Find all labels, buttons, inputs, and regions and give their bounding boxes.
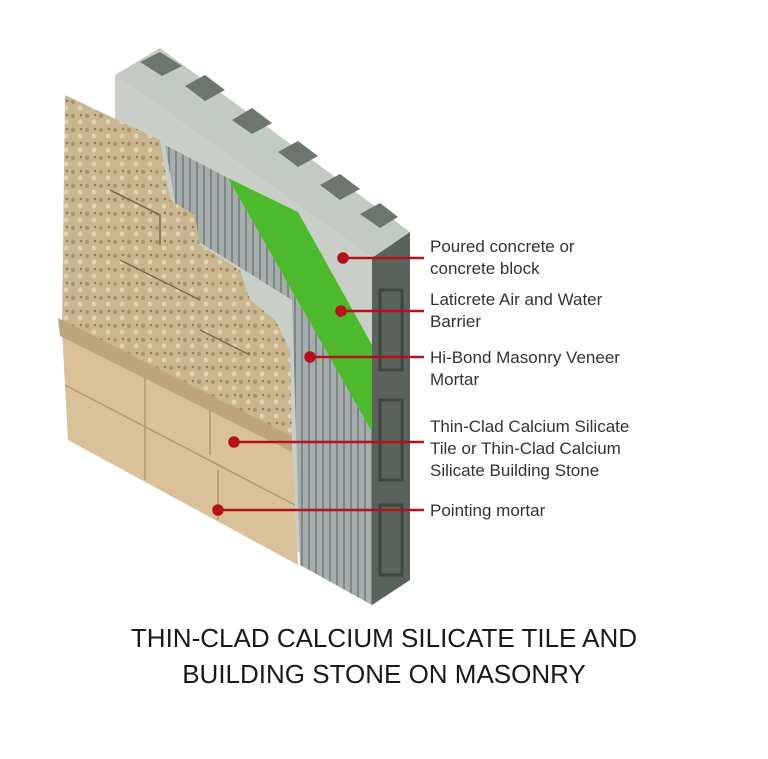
block-side-cores — [378, 288, 404, 577]
concrete-block-side — [372, 232, 410, 605]
title-line-1: THIN-CLAD CALCIUM SILICATE TILE AND — [130, 623, 638, 653]
label-air-water-barrier: Laticrete Air and Water Barrier — [430, 290, 603, 331]
title-line-2: BUILDING STONE ON MASONRY — [182, 659, 586, 689]
label-veneer-mortar: Hi-Bond Masonry Veneer Mortar — [430, 348, 620, 389]
tile-cap — [58, 318, 292, 452]
calcium-silicate-tile — [62, 330, 298, 565]
label-concrete: Poured concrete or concrete block — [430, 237, 575, 278]
block-cores — [140, 52, 398, 228]
veneer-mortar — [165, 145, 372, 605]
diagram-title: THIN-CLAD CALCIUM SILICATE TILE AND BUIL… — [0, 620, 768, 692]
stone-joints — [109, 189, 251, 356]
label-calcium-silicate: Thin-Clad Calcium Silicate Tile or Thin-… — [430, 417, 630, 480]
leader-lines — [212, 252, 424, 516]
label-pointing-mortar: Pointing mortar — [430, 501, 546, 520]
concrete-block-top — [115, 48, 410, 258]
